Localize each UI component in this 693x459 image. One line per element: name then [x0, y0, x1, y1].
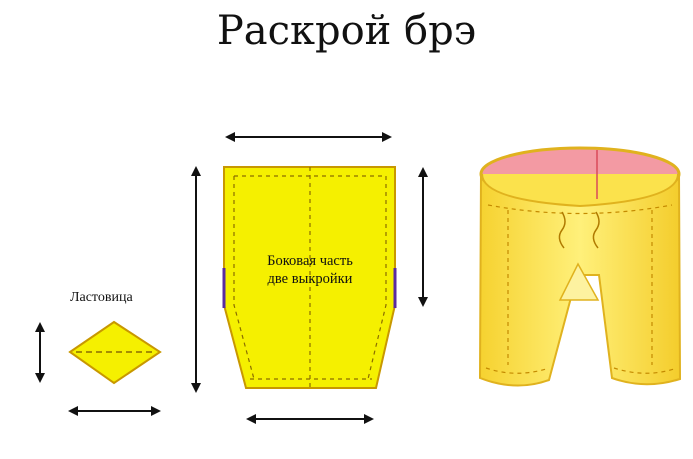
side-piece [222, 166, 397, 389]
finished-braies-illustration [478, 146, 682, 387]
diagram-title: Раскрой брэ [216, 8, 477, 54]
gusset-piece [68, 320, 162, 385]
seam-line-right [367, 176, 387, 380]
braies-fold-right [592, 211, 600, 249]
seam-line-left [233, 176, 255, 380]
gusset-shape [68, 320, 162, 385]
braies-waist-stitch [487, 204, 673, 215]
side-piece-label-line1: Боковая часть [267, 253, 353, 269]
gusset-label: Ластовица [70, 290, 133, 305]
side-piece-label-line2: две выкройки [267, 271, 353, 287]
braies-waistband [481, 173, 679, 208]
braies-crotch [558, 262, 600, 301]
side-piece-label: Боковая часть две выкройки [236, 252, 384, 288]
braies-body [478, 173, 682, 387]
braies-fold-left [558, 211, 566, 249]
